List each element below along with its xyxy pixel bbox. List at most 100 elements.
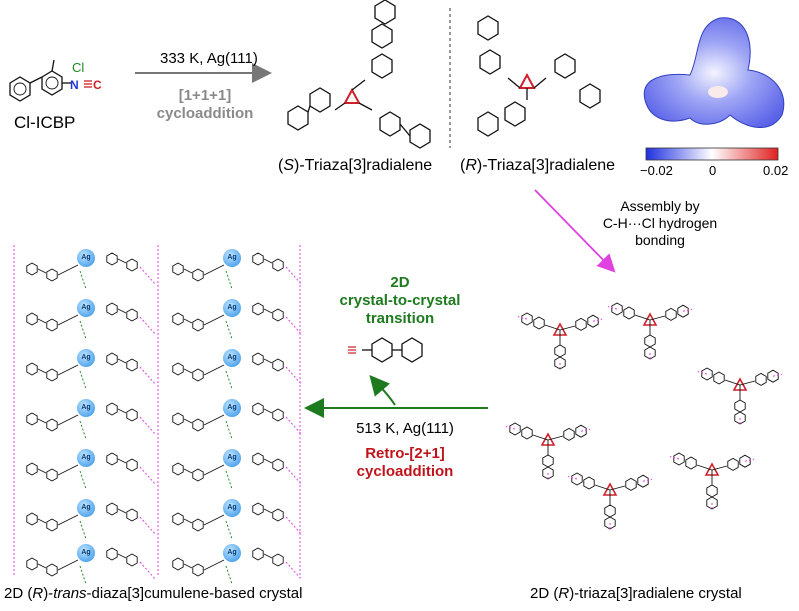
phenyl-ring bbox=[192, 268, 204, 282]
bond-line bbox=[57, 464, 79, 476]
bond-line bbox=[544, 324, 561, 331]
phenyl-ring bbox=[106, 302, 118, 316]
bond-line bbox=[57, 264, 79, 276]
phenyl-ring bbox=[755, 372, 767, 386]
bond-line bbox=[57, 364, 79, 376]
bond-line bbox=[57, 314, 79, 326]
bond-line bbox=[559, 325, 576, 331]
bond-line bbox=[285, 316, 303, 336]
phenyl-ring bbox=[272, 508, 284, 522]
reaction1-type-line1: [1+1+1] bbox=[178, 87, 232, 104]
phenyl-ring bbox=[583, 476, 595, 490]
phenyl-ring bbox=[252, 302, 264, 316]
bond-line bbox=[263, 553, 273, 559]
assembly-line2: C-H···Cl hydrogen bbox=[602, 215, 718, 231]
bond-line bbox=[57, 514, 79, 526]
bond-line bbox=[592, 318, 603, 322]
bond-line bbox=[183, 268, 193, 274]
phenyl-ring bbox=[575, 424, 587, 438]
phenyl-ring bbox=[734, 399, 746, 413]
transition-line3: transition bbox=[365, 310, 435, 327]
ag-atom: Ag bbox=[223, 544, 241, 562]
phenyl-ring bbox=[509, 422, 521, 436]
bond-line bbox=[139, 466, 157, 486]
bond-line bbox=[225, 470, 233, 490]
bond-line bbox=[139, 561, 157, 581]
reaction1-type-line2: cycloaddition bbox=[156, 105, 254, 122]
phenyl-ring bbox=[252, 547, 264, 561]
phenyl-ring bbox=[272, 308, 284, 322]
bond-line bbox=[532, 434, 549, 441]
bond-line bbox=[203, 264, 225, 276]
s-triazaradialene-molecule bbox=[287, 0, 431, 149]
ag-atom: Ag bbox=[223, 299, 241, 317]
bond-line bbox=[37, 368, 47, 374]
bond-line bbox=[117, 553, 127, 559]
bond-line bbox=[139, 266, 157, 286]
phenyl-ring bbox=[587, 314, 599, 328]
phenyl-ring bbox=[252, 452, 264, 466]
phenyl-ring bbox=[46, 368, 58, 382]
phenyl-ring bbox=[623, 306, 635, 320]
phenyl-ring bbox=[192, 418, 204, 432]
phenyl-ring bbox=[106, 547, 118, 561]
phenyl-ring bbox=[192, 318, 204, 332]
phenyl-ring bbox=[521, 426, 533, 440]
phenyl-ring bbox=[272, 358, 284, 372]
bond-line bbox=[263, 458, 273, 464]
bond-line bbox=[225, 420, 233, 440]
bond-line bbox=[79, 520, 87, 540]
esp-surface-map bbox=[643, 17, 785, 161]
bond-line bbox=[203, 364, 225, 376]
bond-line bbox=[697, 371, 708, 375]
c-atom-label: C bbox=[93, 78, 102, 92]
bond-line bbox=[57, 414, 79, 426]
phenyl-ring bbox=[637, 474, 649, 488]
bond-line bbox=[669, 456, 680, 460]
esp-scale-mid: 0 bbox=[709, 163, 717, 178]
bond-line bbox=[203, 464, 225, 476]
bond-line bbox=[505, 426, 516, 430]
bond-line bbox=[139, 316, 157, 336]
phenyl-ring bbox=[26, 412, 38, 426]
bond-line bbox=[263, 258, 273, 264]
bond-line bbox=[649, 315, 666, 321]
phenyl-ring bbox=[46, 518, 58, 532]
phenyl-ring bbox=[126, 408, 138, 422]
ag-atom: Ag bbox=[77, 349, 95, 367]
triazaradialene-crystal bbox=[505, 302, 783, 531]
reaction2-type-line1: Retro-[2+1] bbox=[365, 445, 445, 462]
phenyl-ring bbox=[727, 457, 739, 471]
n-atom-label: N bbox=[70, 78, 79, 92]
bond-line bbox=[739, 380, 756, 386]
bond-line bbox=[117, 408, 127, 414]
bond-line bbox=[117, 258, 127, 264]
transition-line1: 2D bbox=[390, 274, 410, 291]
bond-line bbox=[79, 320, 87, 340]
ag-atom: Ag bbox=[77, 544, 95, 562]
ag-atom: Ag bbox=[77, 499, 95, 517]
bond-line bbox=[772, 373, 783, 377]
esp-color-scale bbox=[645, 147, 779, 161]
bond-line bbox=[285, 266, 303, 286]
ag-atom: Ag bbox=[77, 249, 95, 267]
phenyl-ring bbox=[26, 462, 38, 476]
phenyl-ring bbox=[26, 362, 38, 376]
reaction1-condition: 333 K, Ag(111) bbox=[160, 50, 258, 67]
phenyl-ring bbox=[172, 412, 184, 426]
bond-line bbox=[594, 484, 611, 491]
phenyl-ring bbox=[46, 318, 58, 332]
phenyl-ring bbox=[713, 371, 725, 385]
ag-atom: Ag bbox=[223, 499, 241, 517]
phenyl-ring bbox=[252, 502, 264, 516]
bond-line bbox=[79, 270, 87, 290]
bond-line bbox=[285, 366, 303, 386]
phenyl-ring bbox=[192, 468, 204, 482]
bond-line bbox=[285, 516, 303, 536]
phenyl-ring bbox=[126, 508, 138, 522]
phenyl-ring bbox=[106, 352, 118, 366]
bond-line bbox=[285, 466, 303, 486]
phenyl-ring bbox=[644, 334, 656, 348]
bond-line bbox=[609, 485, 626, 491]
